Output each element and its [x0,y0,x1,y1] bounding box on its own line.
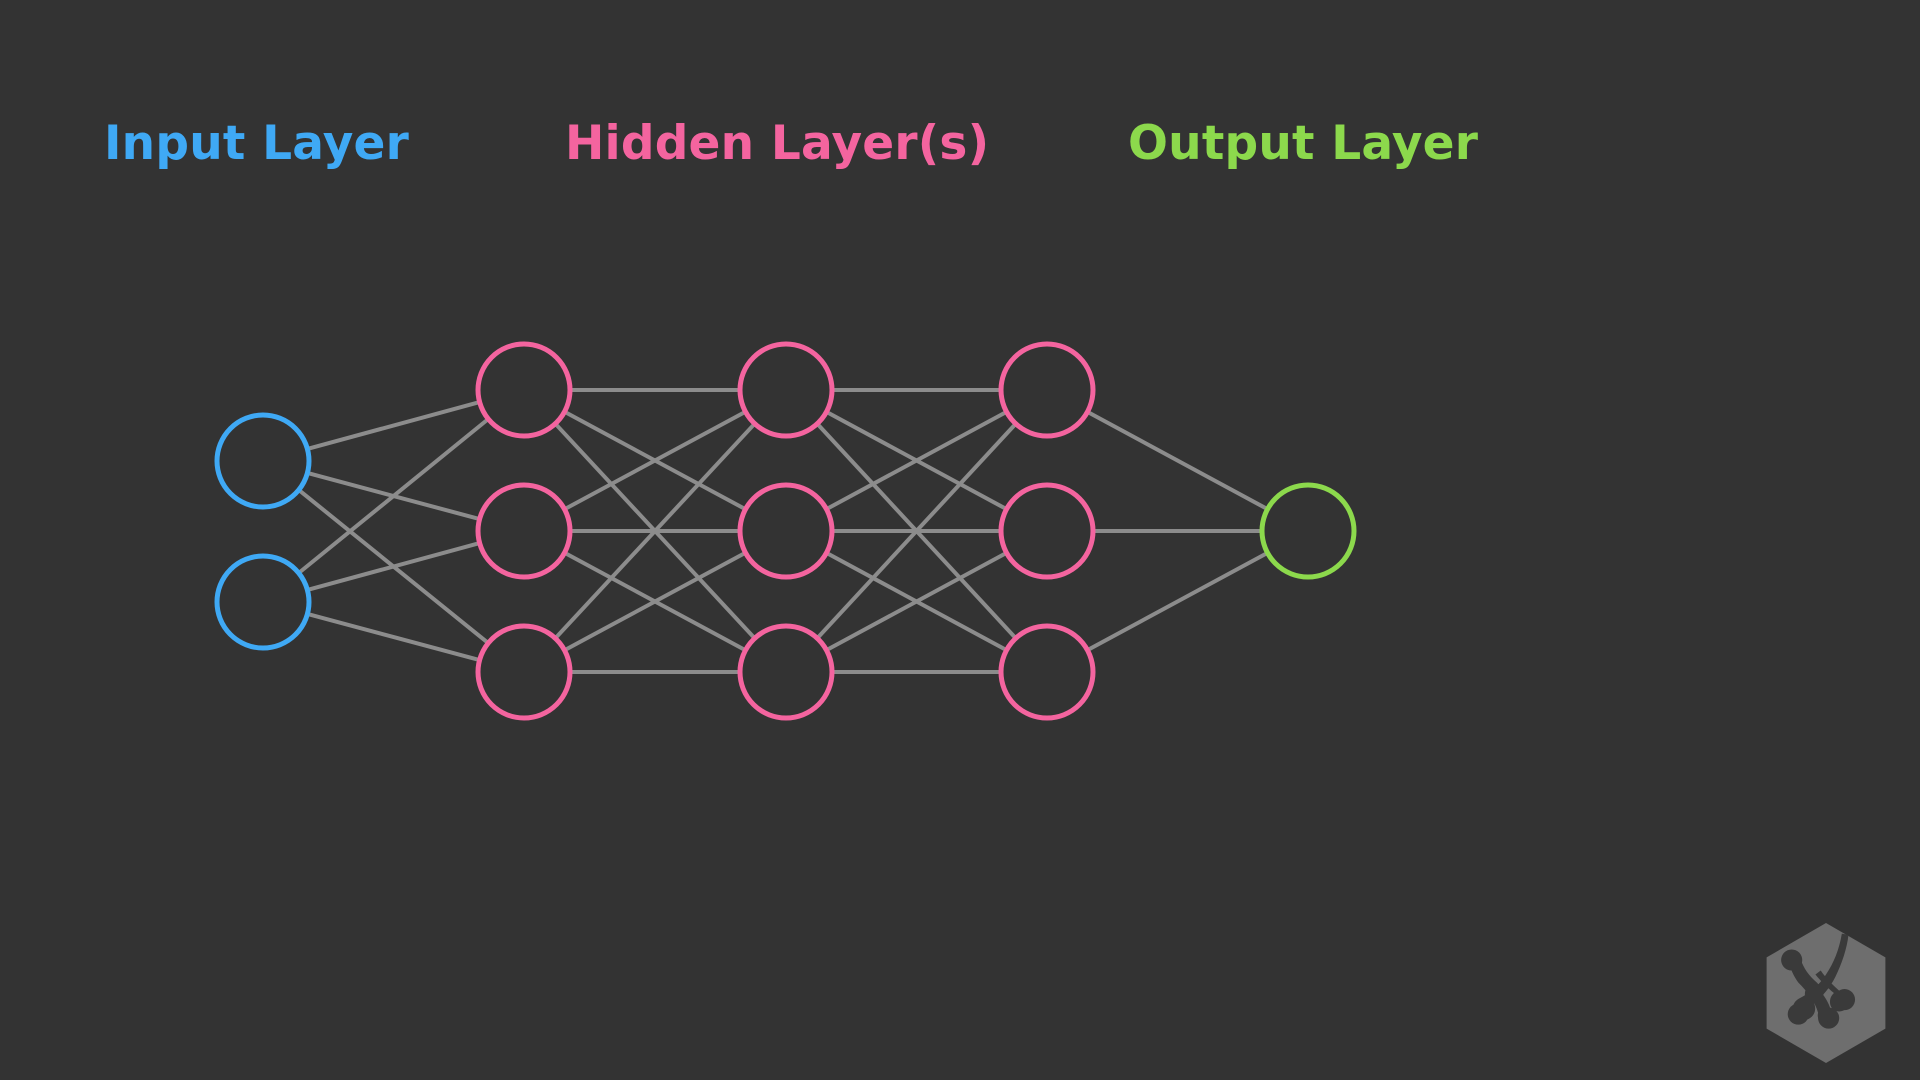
connection-edge [562,550,748,653]
connection-edge [305,541,482,592]
neuron-node-h1_3 [475,623,573,721]
treehouse-logo-watermark-icon [1766,923,1886,1063]
connection-edge [1085,409,1270,512]
connection-edges [296,388,1270,674]
neuron-node-h2_3 [737,623,835,721]
connection-edge [562,409,748,512]
neuron-nodes [214,341,1357,721]
neuron-node-h1_2 [475,482,573,580]
neuron-node-h1_1 [475,341,573,439]
connection-edge [815,421,1018,641]
connection-edge [824,550,1009,653]
connection-edge [553,421,757,641]
connection-edge [305,400,482,451]
connection-edge [824,409,1009,512]
connection-edge [305,611,482,663]
neuron-node-h3_2 [998,482,1096,580]
neuron-node-h3_3 [998,623,1096,721]
tree-glyph [1781,933,1856,1029]
connection-edge [1085,550,1270,653]
neuron-node-h3_1 [998,341,1096,439]
neuron-node-i2 [214,553,312,651]
neuron-node-i1 [214,412,312,510]
hexagon-shape [1766,923,1886,1063]
connection-edge [296,417,491,575]
neuron-node-o1 [1259,482,1357,580]
neuron-node-h2_1 [737,341,835,439]
neuron-node-h2_2 [737,482,835,580]
